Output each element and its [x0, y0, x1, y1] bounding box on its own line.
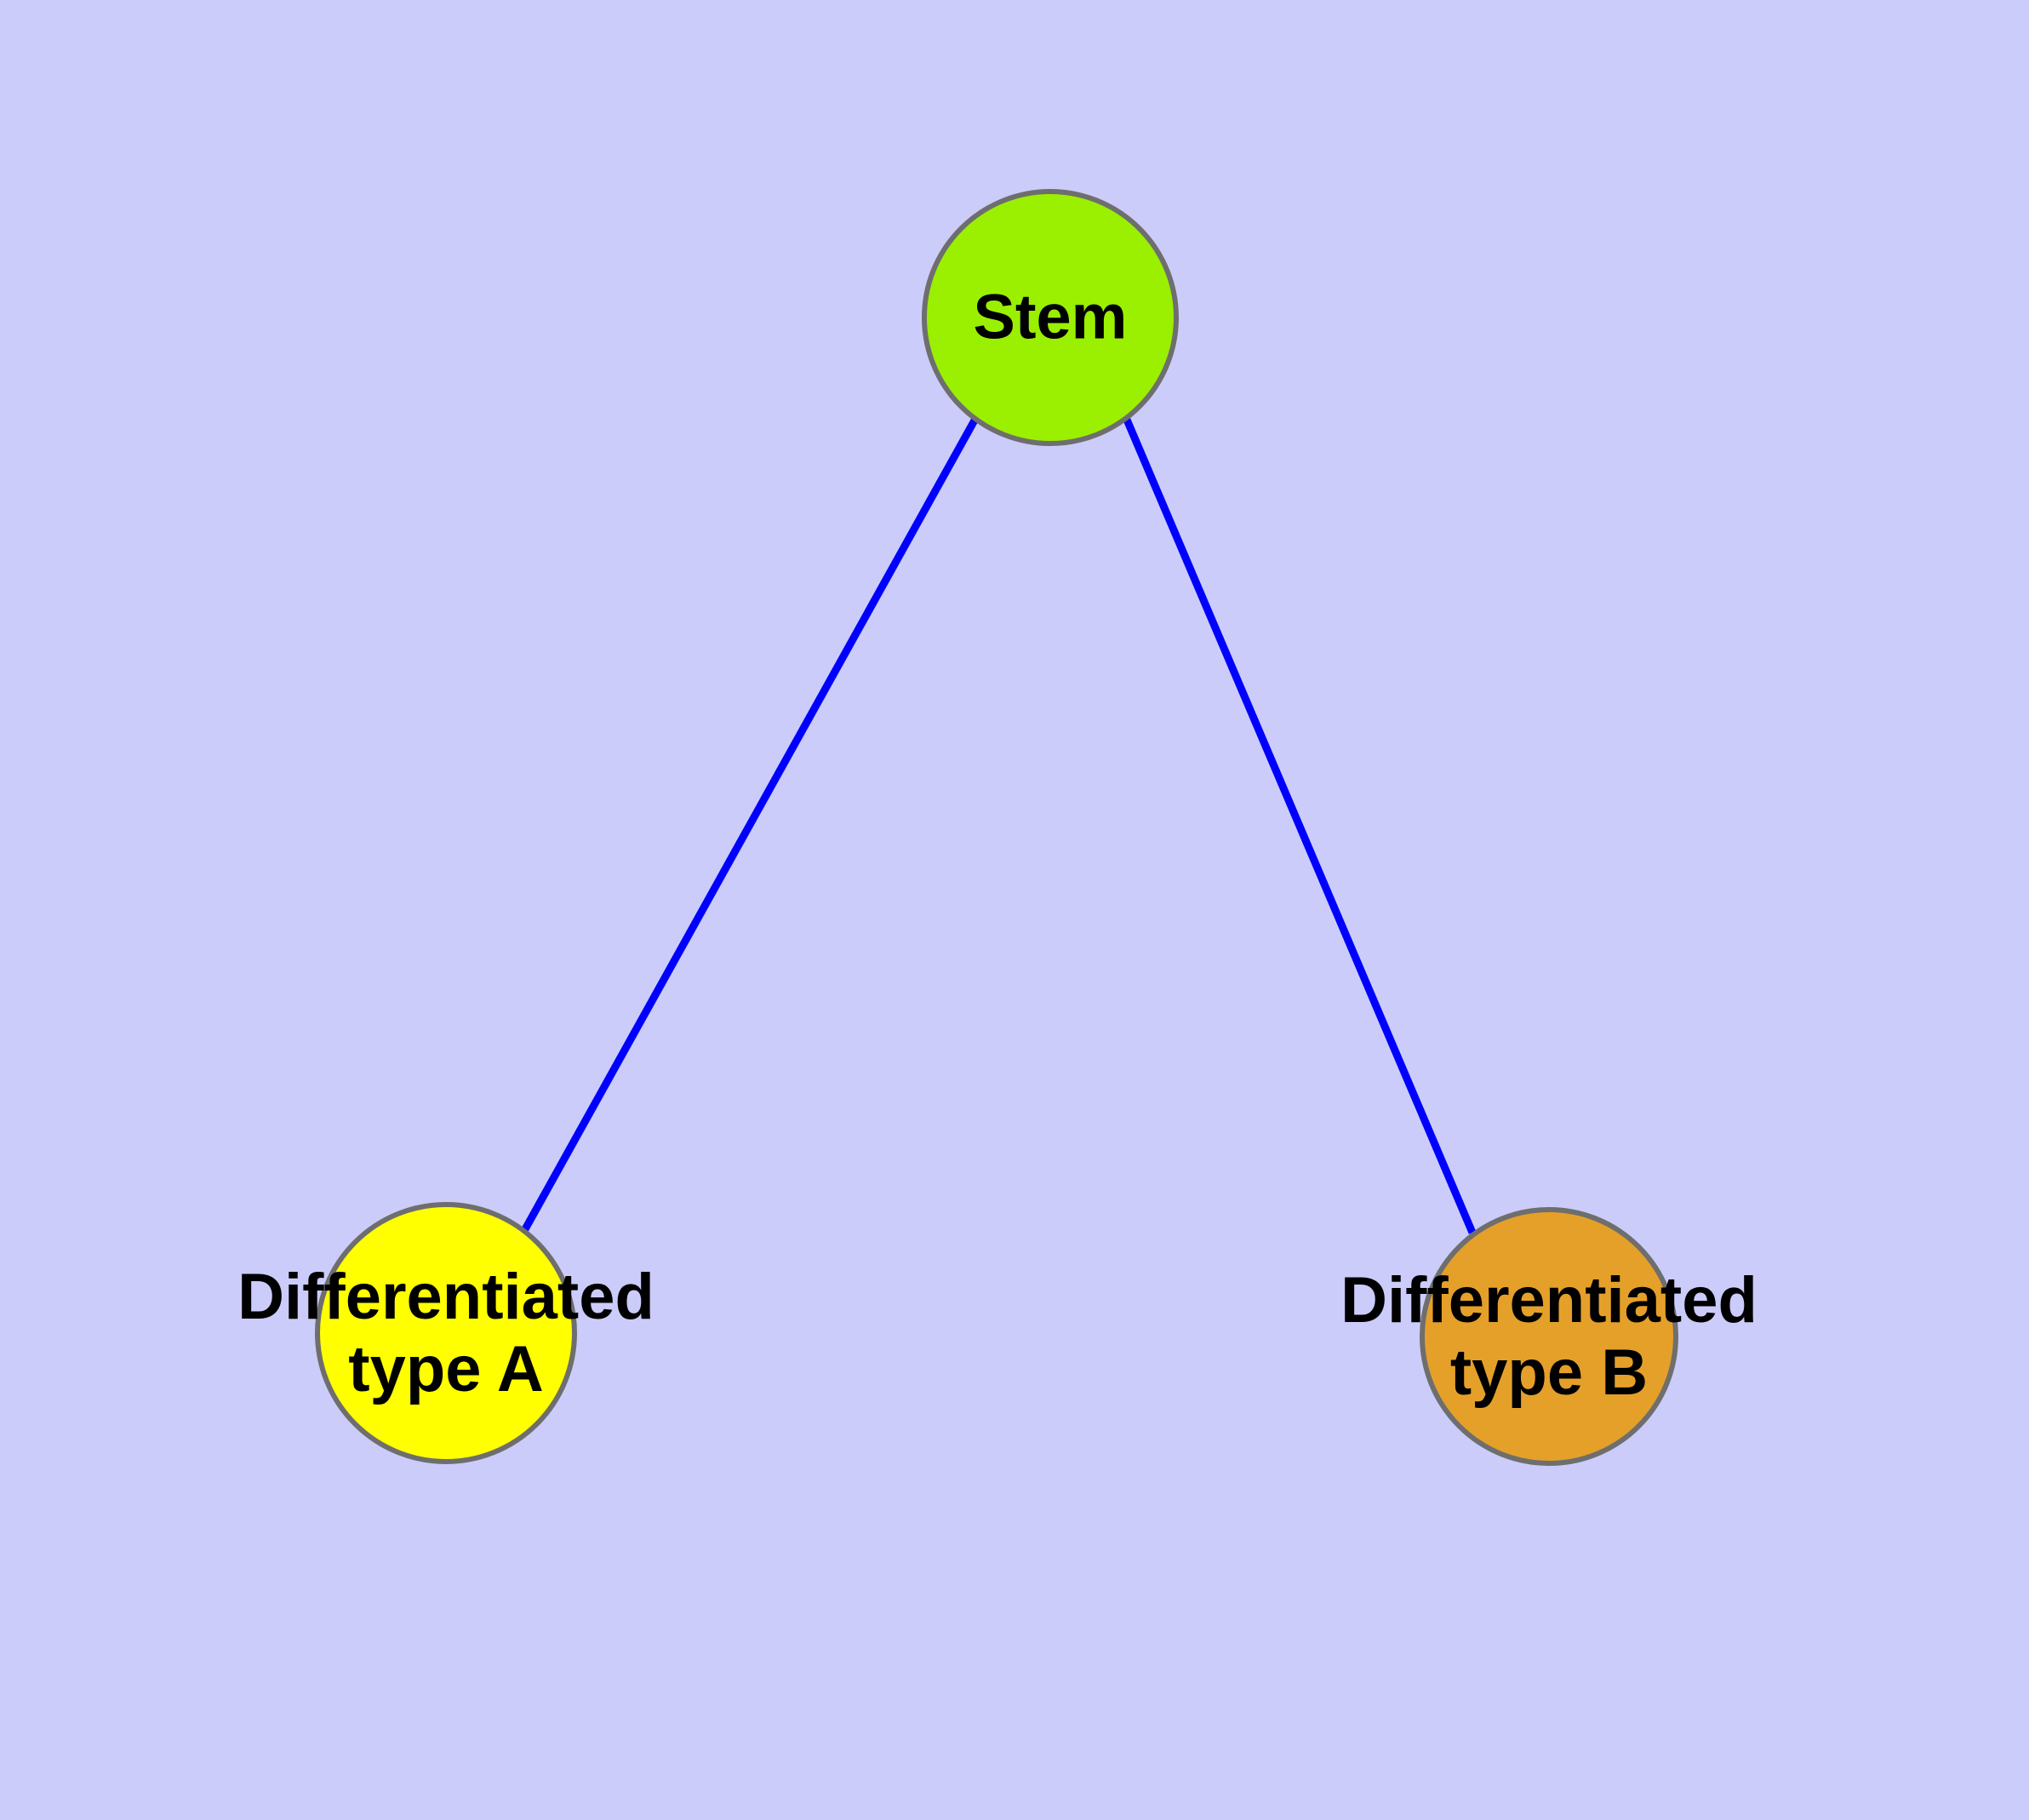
edge-stem-to-type-b[interactable] [1123, 418, 1477, 1234]
edge-layer [522, 416, 1477, 1234]
node-differentiated-type-a[interactable] [315, 1202, 577, 1464]
node-layer [315, 189, 1678, 1466]
edge-stem-to-type-a[interactable] [522, 416, 979, 1232]
node-stem[interactable] [922, 189, 1179, 446]
node-differentiated-type-b[interactable] [1420, 1207, 1678, 1466]
